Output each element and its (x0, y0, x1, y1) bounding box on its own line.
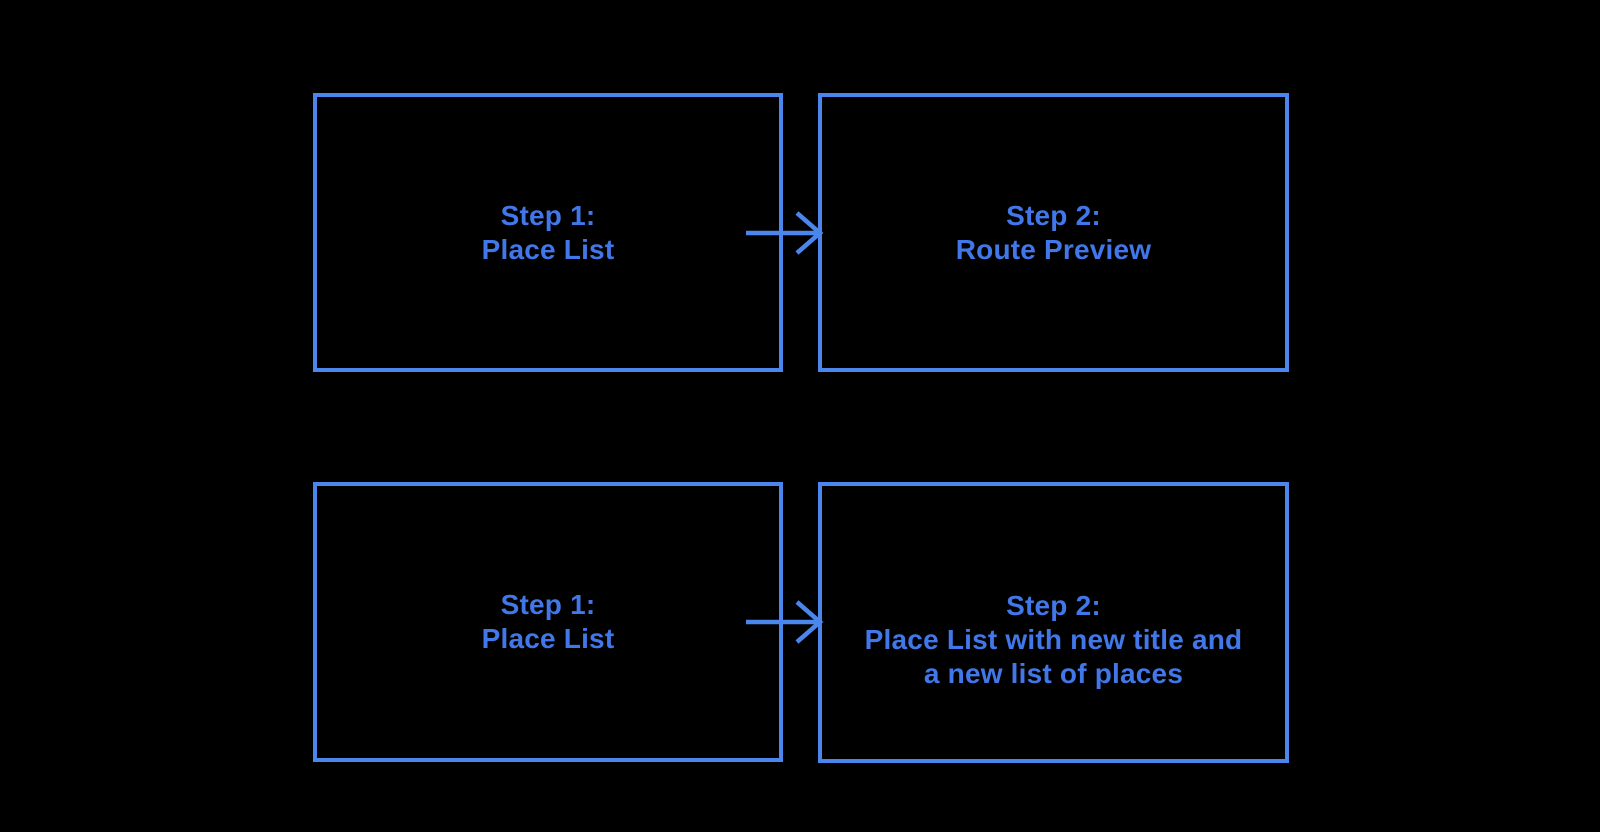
flow2-step1-label: Step 1: Place List (481, 589, 615, 654)
flow1-step2-label: Step 2: Route Preview (955, 199, 1152, 265)
flow2-step2-box: Step 2: Place List with new title and a … (818, 482, 1289, 763)
flow2-step2-label: Step 2: Place List with new title and a … (864, 589, 1243, 689)
flow1-step1-label: Step 1: Place List (481, 199, 615, 265)
flow1-step1-box: Step 1: Place List (313, 93, 783, 372)
flow2-step1-box: Step 1: Place List (313, 482, 783, 762)
arrow-right-icon (746, 211, 824, 255)
arrow-right-icon (746, 600, 824, 644)
flow1-step2-box: Step 2: Route Preview (818, 93, 1289, 372)
